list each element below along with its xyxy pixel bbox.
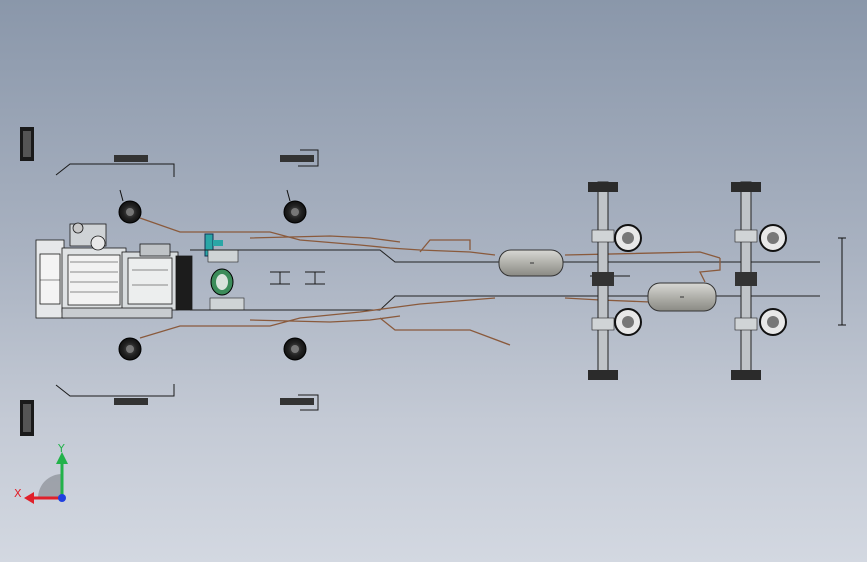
cab-detail-lines: [40, 261, 168, 293]
second-axle-wheel-top: [283, 189, 307, 224]
frame-crossmembers: [270, 271, 630, 285]
rear-end-marker: [838, 237, 846, 326]
y-axis-label: Y: [57, 442, 65, 455]
x-axis-label: X: [14, 487, 22, 500]
dimension-front-top: [55, 155, 175, 177]
air-tank-2: [647, 282, 717, 312]
rear-axle-1: [588, 181, 642, 380]
dimension-mid-top: [280, 149, 319, 167]
front-axle-wheel-top-left: [118, 189, 142, 224]
cab-assembly: [35, 222, 193, 319]
second-axle-wheel-bottom: [283, 337, 307, 361]
front-wheel-edge-top: [20, 127, 34, 161]
front-wheel-edge-bottom: [20, 400, 34, 436]
dimension-front-bottom: [55, 384, 175, 405]
wiring-harness: [139, 217, 721, 346]
green-tank-component: [207, 249, 245, 311]
coordinate-triad: X Y: [14, 442, 68, 504]
air-tank-1: [498, 249, 564, 277]
dimension-mid-bottom: [280, 394, 319, 411]
rear-axle-2: [731, 181, 787, 380]
front-axle-wheel-bottom-left: [118, 337, 142, 361]
